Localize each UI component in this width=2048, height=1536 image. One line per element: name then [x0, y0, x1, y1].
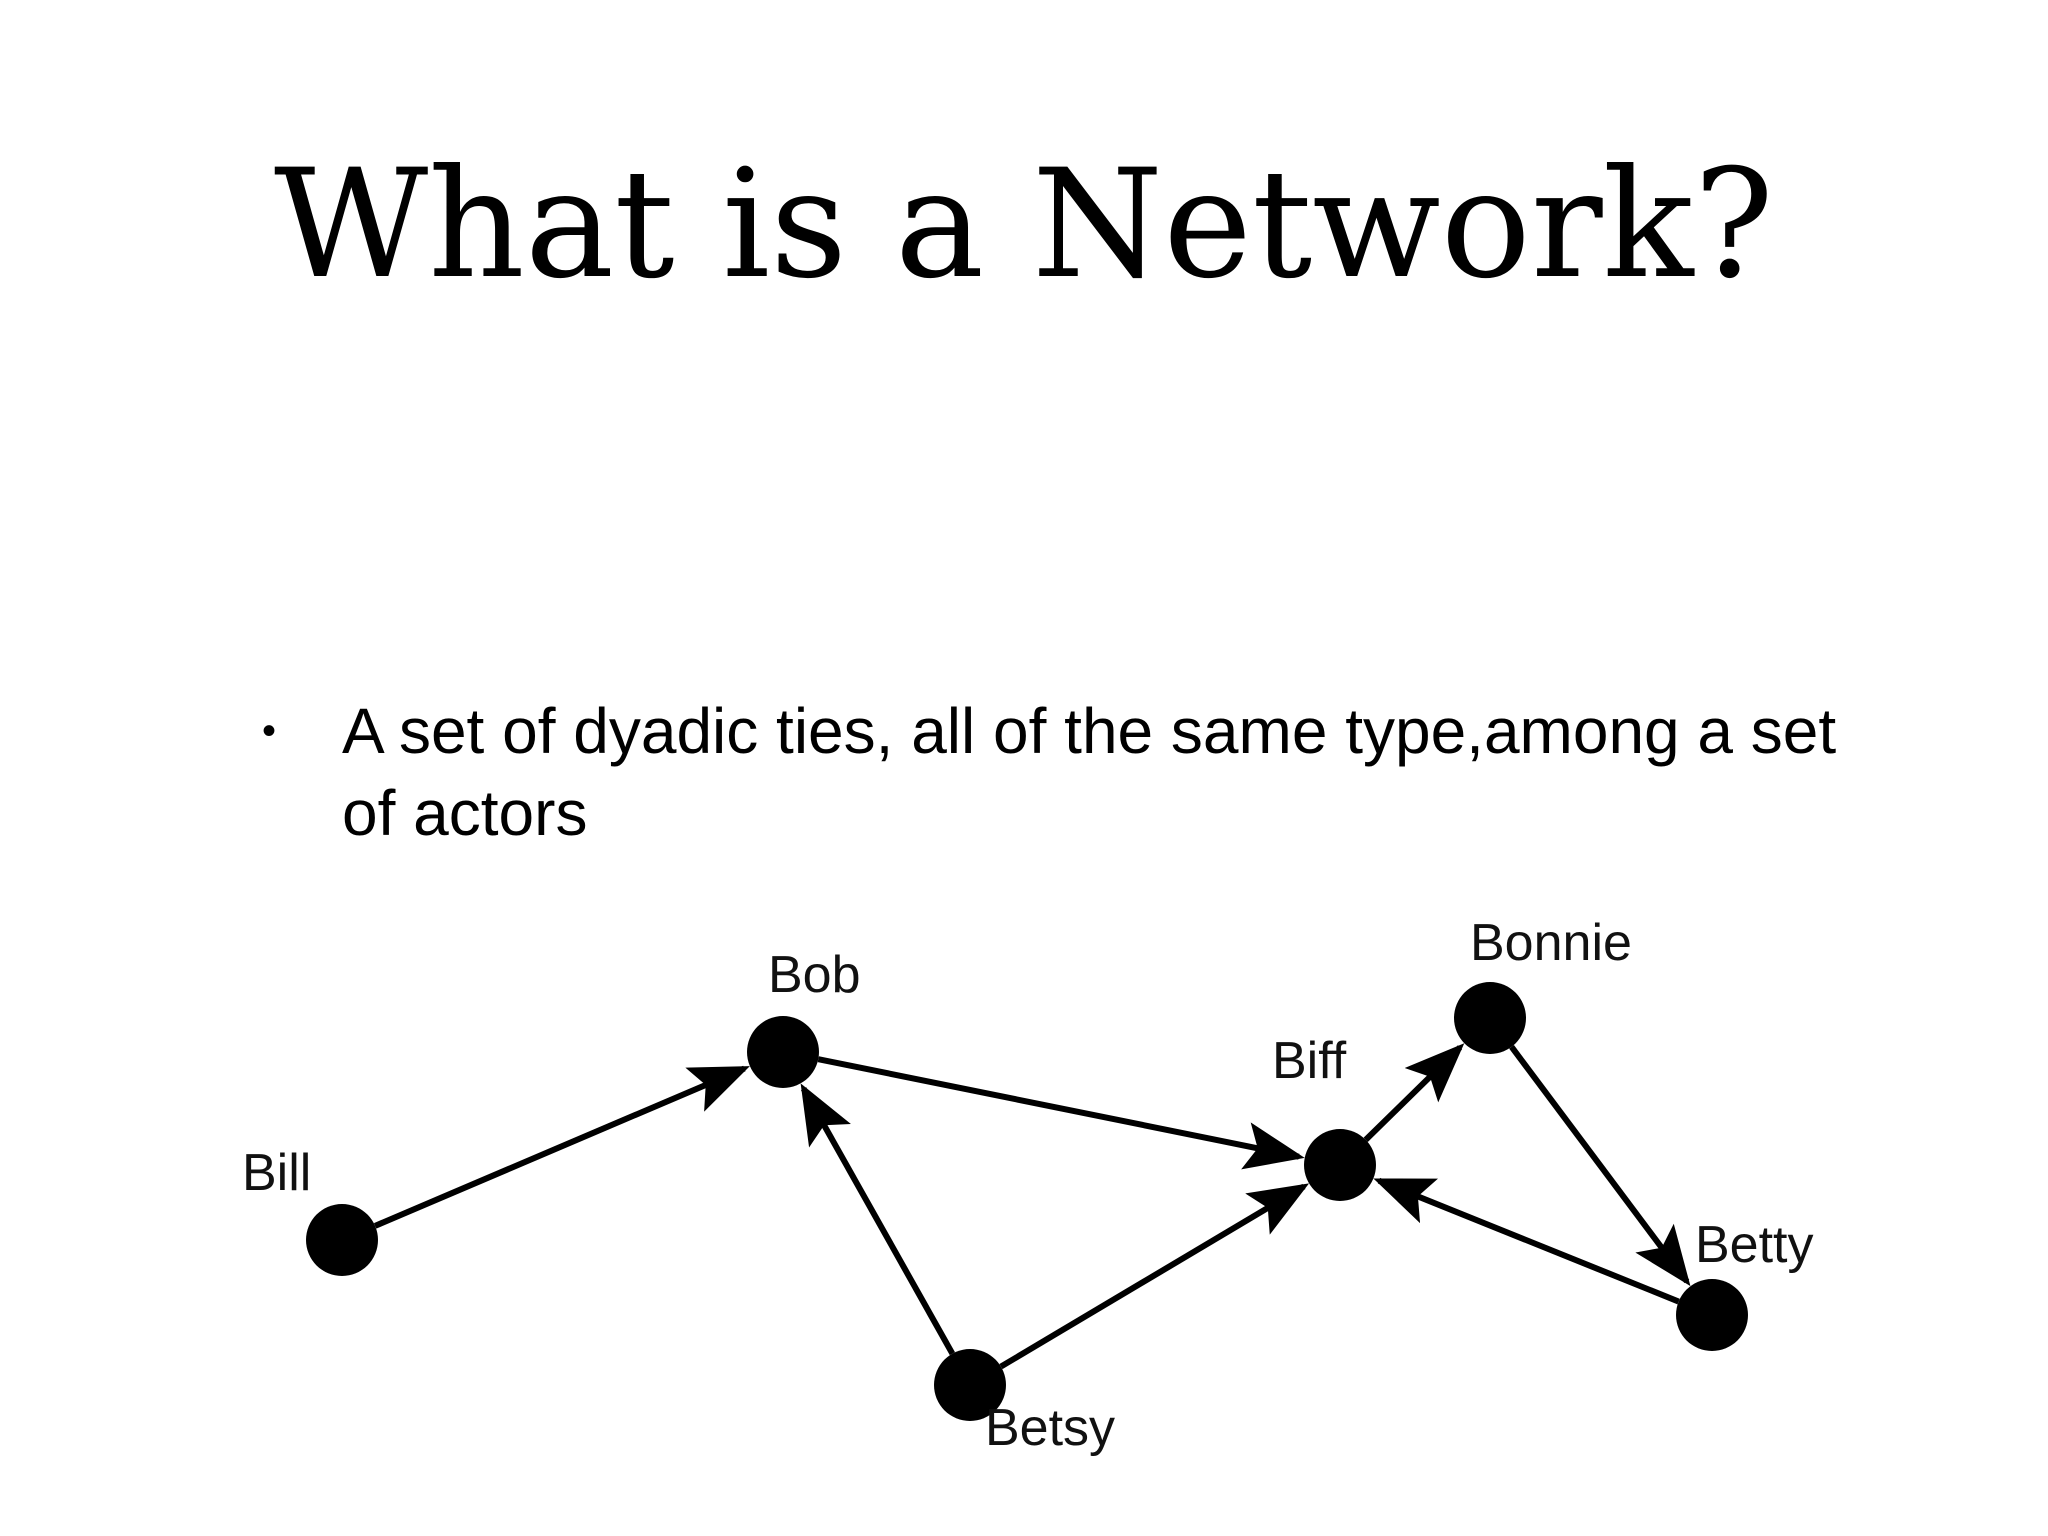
- edge-betsy-to-bob: [800, 1083, 955, 1356]
- edge-betsy-to-biff: [999, 1183, 1310, 1370]
- bullet-list: • A set of dyadic ties, all of the same …: [262, 690, 1862, 854]
- bullet-item: • A set of dyadic ties, all of the same …: [262, 690, 1862, 854]
- node-label-betty: Betty: [1695, 1216, 1814, 1274]
- edge-betty-to-biff: [1373, 1177, 1680, 1305]
- slide-title: What is a Network?: [274, 138, 1774, 312]
- node-label-biff: Biff: [1272, 1032, 1347, 1090]
- nodes-layer: [306, 982, 1748, 1421]
- node-bill: [306, 1204, 378, 1276]
- node-label-betsy: Betsy: [985, 1399, 1115, 1457]
- node-bob: [747, 1016, 819, 1088]
- node-label-bonnie: Bonnie: [1470, 914, 1632, 972]
- edge-bill-to-bob: [373, 1065, 750, 1229]
- edge-bob-to-biff: [817, 1056, 1305, 1170]
- node-betsy: [934, 1349, 1006, 1421]
- node-biff: [1304, 1129, 1376, 1201]
- node-label-bob: Bob: [768, 946, 861, 1004]
- edge-bonnie-to-betty: [1509, 1045, 1691, 1287]
- bullet-marker: •: [262, 709, 277, 753]
- edges-layer: [373, 1043, 1691, 1370]
- node-bonnie: [1454, 982, 1526, 1054]
- bullet-text: A set of dyadic ties, all of the same ty…: [342, 695, 1837, 849]
- node-betty: [1676, 1279, 1748, 1351]
- node-label-bill: Bill: [242, 1144, 311, 1202]
- edge-biff-to-bonnie: [1363, 1043, 1465, 1142]
